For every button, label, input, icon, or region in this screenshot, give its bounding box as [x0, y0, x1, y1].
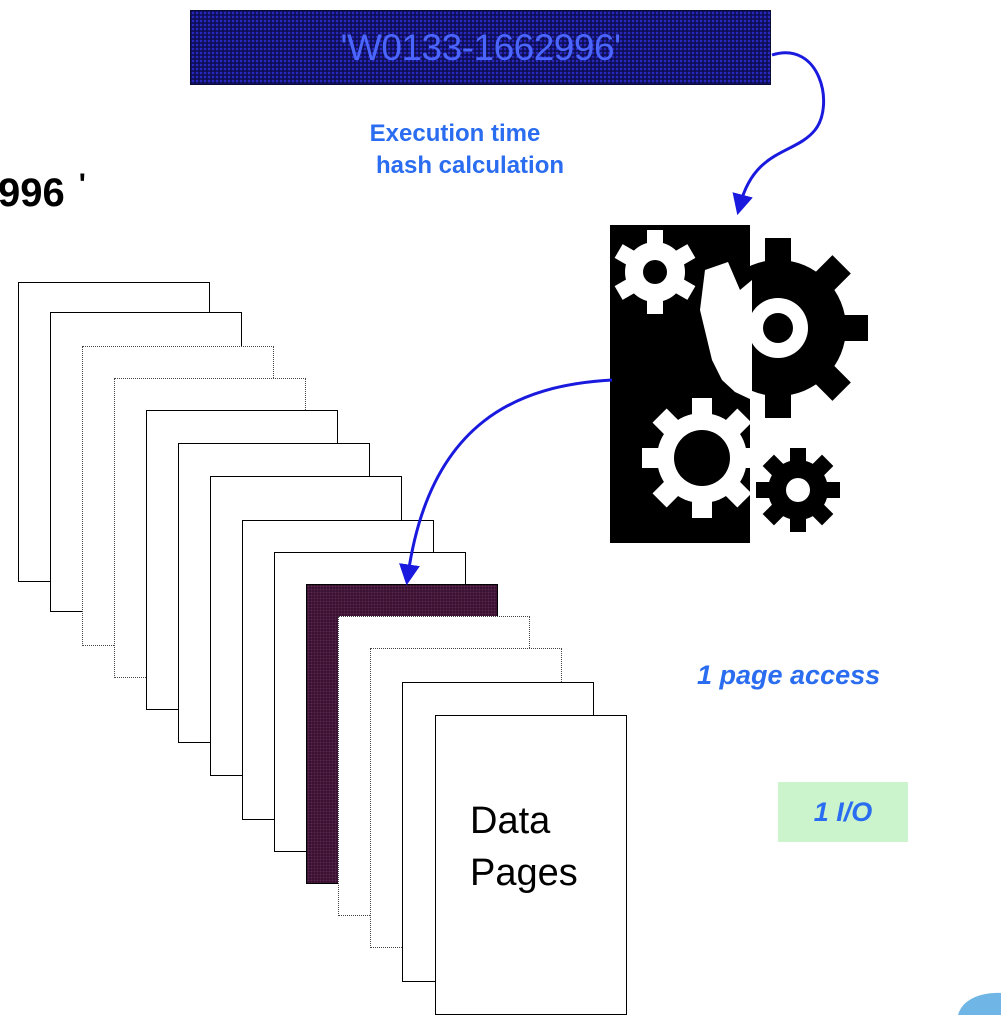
page-access-label: 1 page access — [697, 660, 881, 690]
front-data-page — [435, 715, 627, 1015]
key-fragment-text: 996 — [0, 171, 65, 215]
hash-calculation-label: Execution time hash calculation — [290, 118, 620, 208]
hash-key-text: 'W0133-1662996' — [340, 26, 621, 68]
io-count-text: 1 I/O — [813, 796, 873, 827]
hash-to-page-arrow — [399, 378, 613, 586]
gear-icon — [610, 225, 868, 543]
small-gear-right-icon — [756, 448, 840, 532]
logo-icon — [958, 992, 1001, 1015]
key-to-hash-arrow — [732, 51, 826, 216]
data-pages-label-line1: Data — [470, 800, 551, 842]
small-gear-icon — [614, 230, 696, 314]
bottom-gear-icon — [642, 398, 762, 518]
hash-calculation-line1: Execution time — [369, 120, 541, 147]
data-pages-label: Data Pages — [470, 795, 578, 899]
key-fragment: 996 ' — [0, 168, 86, 216]
hash-calculation-line2: hash calculation — [375, 152, 565, 179]
hash-key-box — [190, 10, 771, 85]
io-count-badge: 1 I/O — [778, 782, 908, 842]
data-pages-label-line2: Pages — [470, 852, 578, 894]
key-fragment-quote: ' — [78, 168, 86, 201]
